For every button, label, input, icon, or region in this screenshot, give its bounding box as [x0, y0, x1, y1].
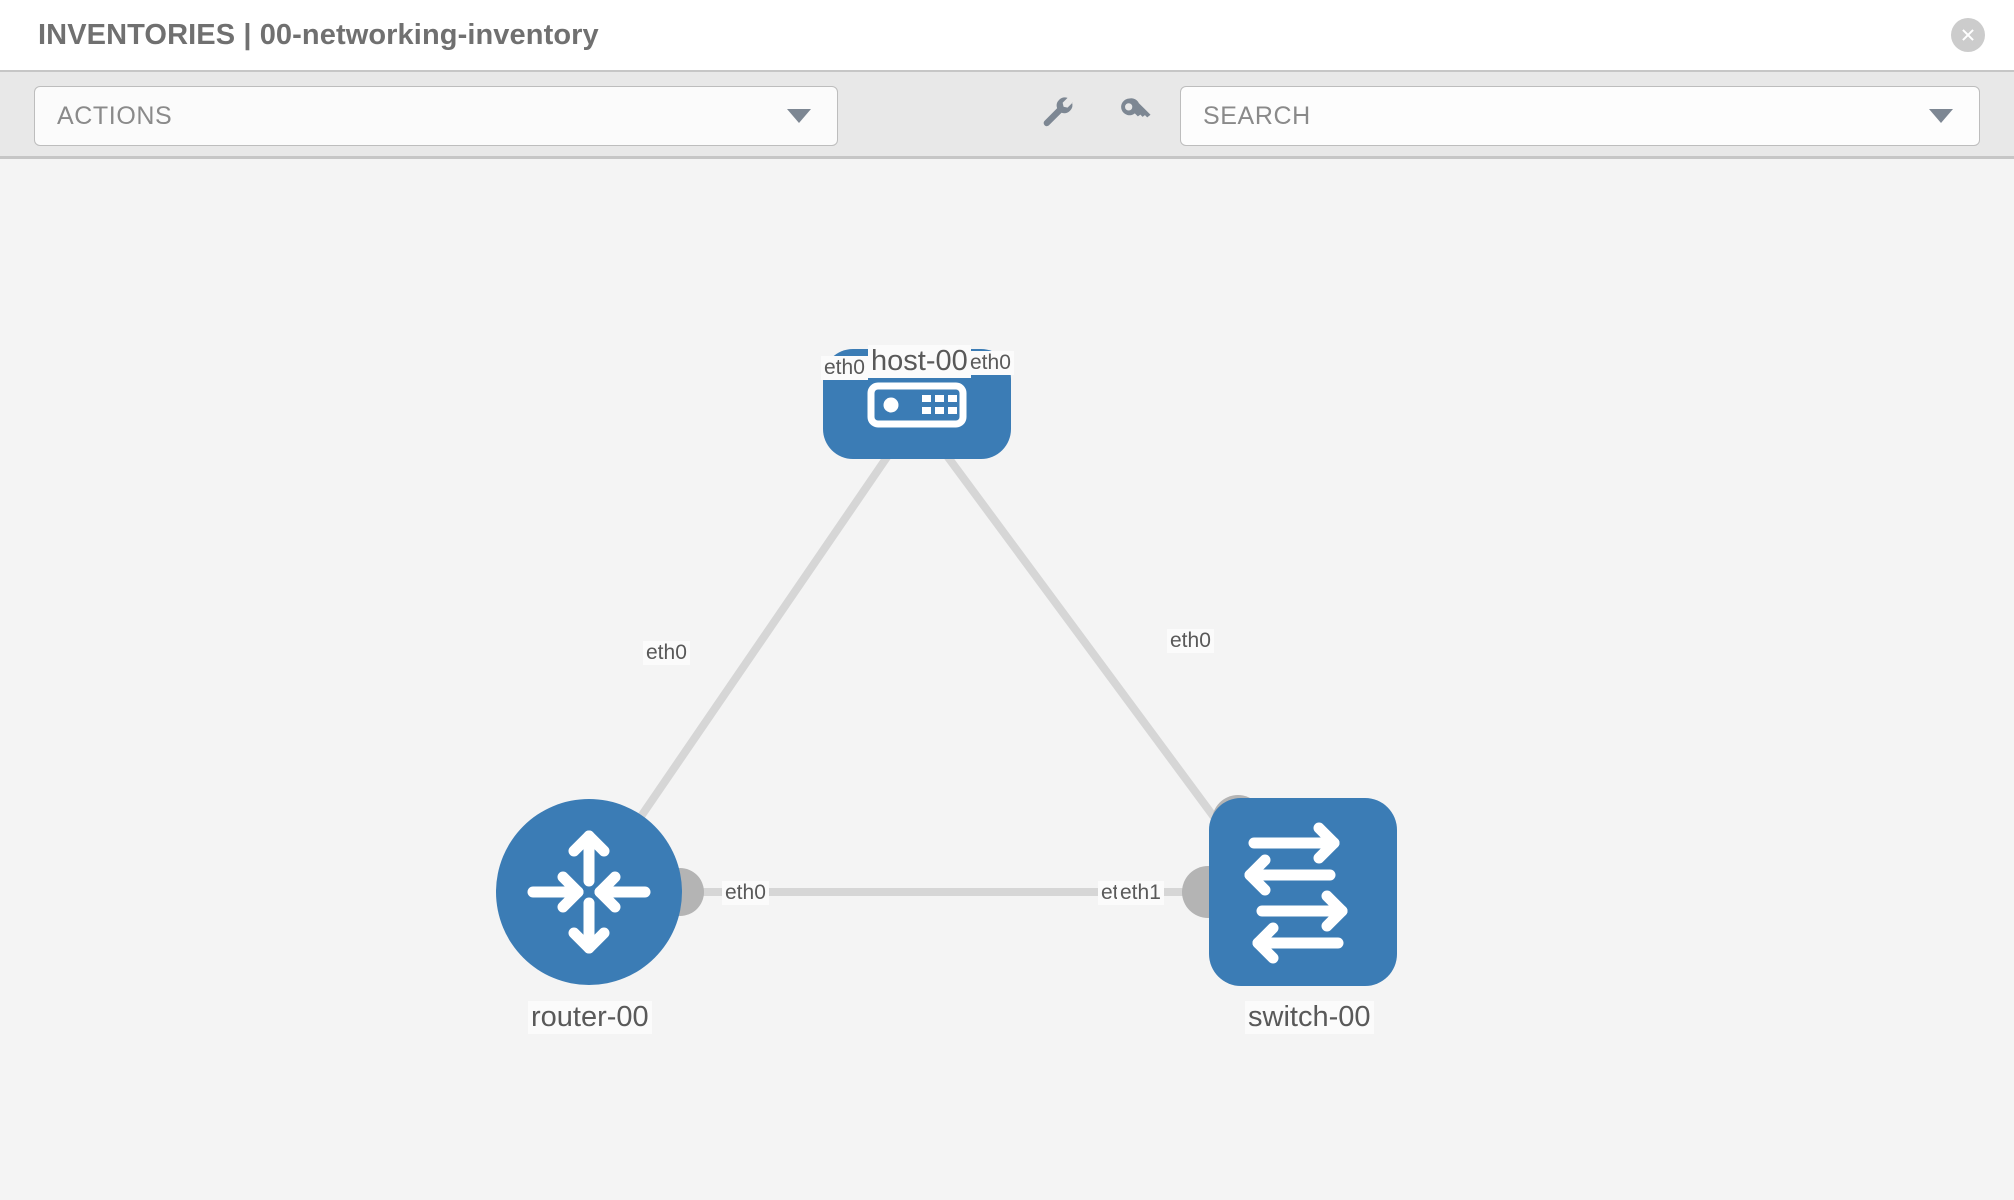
topology-canvas[interactable]: host-00 router-00 switch-00 eth0 eth0 et… — [0, 159, 2014, 1200]
toolbar-icon-group — [1040, 72, 1154, 161]
key-icon[interactable] — [1116, 95, 1154, 138]
node-switch-00[interactable] — [1209, 798, 1397, 986]
node-label-router-00[interactable]: router-00 — [528, 1001, 652, 1034]
close-icon[interactable] — [1951, 18, 1985, 52]
page-title: INVENTORIES | 00-networking-inventory — [38, 18, 599, 51]
node-label-switch-00[interactable]: switch-00 — [1245, 1001, 1374, 1034]
topology-graph — [496, 349, 1397, 986]
edge-label-switch-eth0-up[interactable]: eth0 — [1167, 629, 1214, 653]
server-icon — [867, 382, 967, 428]
actions-dropdown-label: ACTIONS — [57, 101, 173, 130]
wrench-icon[interactable] — [1040, 95, 1078, 138]
edge-label-router-eth0-up[interactable]: eth0 — [643, 641, 690, 665]
edge-host-router[interactable] — [601, 438, 902, 872]
search-placeholder: SEARCH — [1203, 101, 1311, 130]
edge-host-switch[interactable] — [932, 438, 1249, 862]
topology-toolbar: ACTIONS SEARCH — [0, 70, 2014, 159]
node-label-host-00[interactable]: host-00 — [868, 345, 971, 378]
edge-label-host-eth0-left[interactable]: eth0 — [821, 356, 868, 380]
edge-label-switch-eth1[interactable]: eth1 — [1117, 881, 1164, 905]
page-header: INVENTORIES | 00-networking-inventory — [0, 0, 2014, 70]
actions-dropdown[interactable]: ACTIONS — [34, 86, 838, 146]
edge-label-host-eth0-right[interactable]: eth0 — [967, 351, 1014, 375]
chevron-down-icon — [787, 109, 811, 123]
router-arrows-icon — [527, 830, 651, 954]
node-router-00[interactable] — [496, 799, 682, 985]
search-input[interactable]: SEARCH — [1180, 86, 1980, 146]
switch-arrows-icon — [1244, 822, 1348, 964]
edge-label-router-eth0-right[interactable]: eth0 — [722, 881, 769, 905]
chevron-down-icon[interactable] — [1929, 109, 1953, 123]
